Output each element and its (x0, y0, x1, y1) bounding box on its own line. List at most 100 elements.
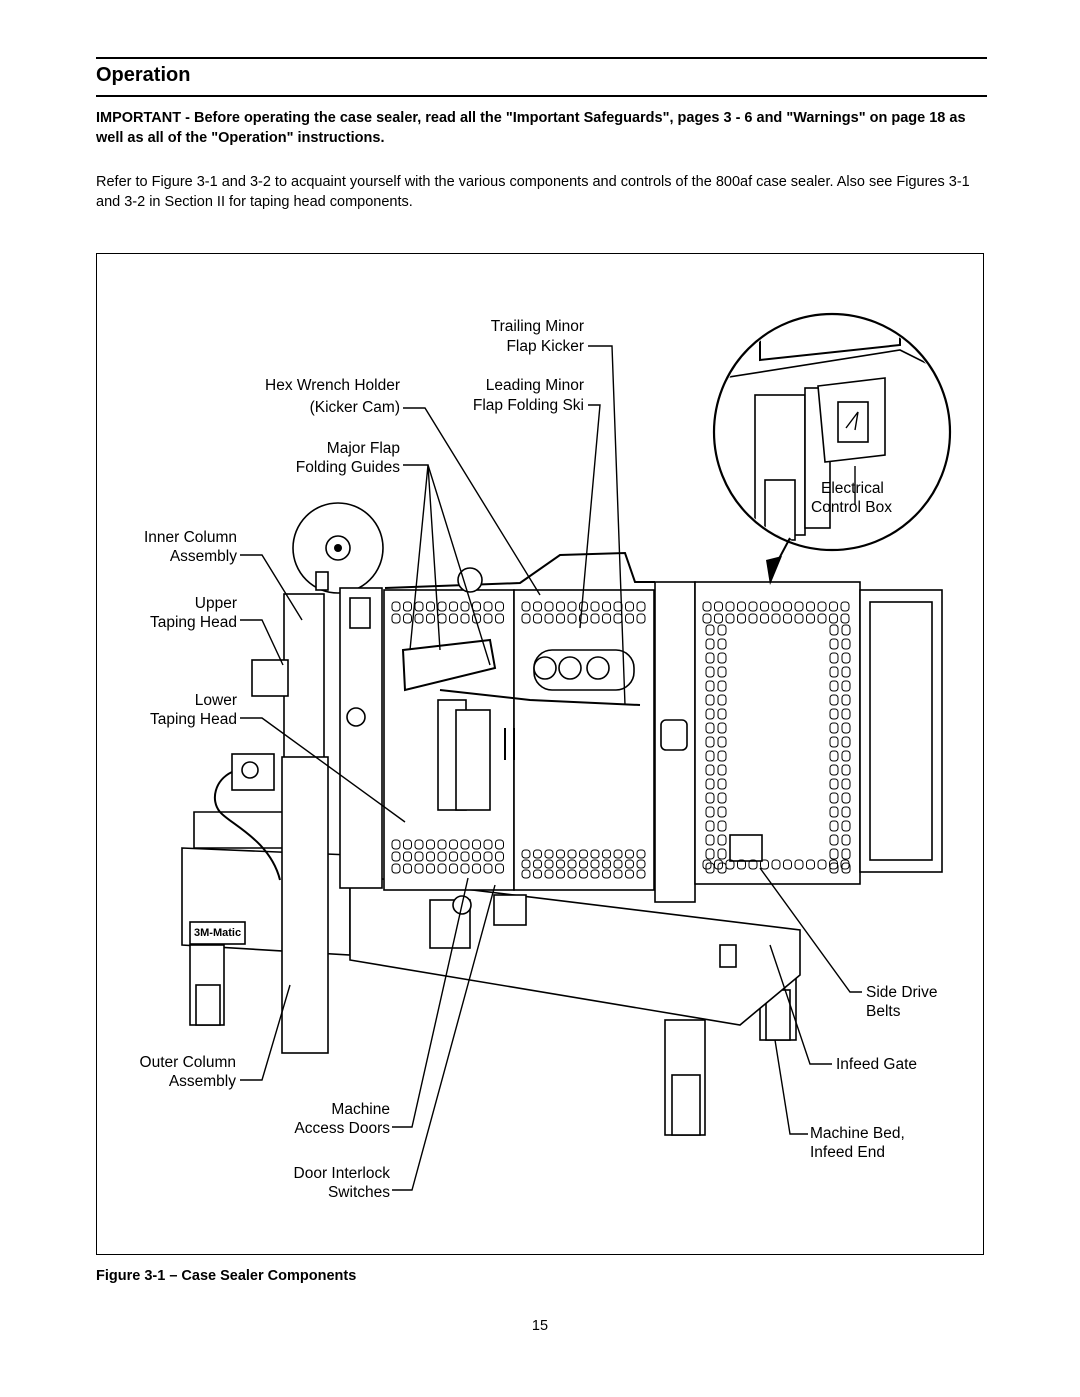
perforation-slot (521, 869, 531, 879)
perforation-slot (625, 849, 634, 859)
perforation-slot (829, 848, 839, 860)
perforation-slot (806, 859, 815, 870)
drive-motor (231, 753, 275, 791)
label-electrical-1: Electrical (821, 480, 884, 497)
perforation-slot (841, 736, 851, 748)
perforation-slot (705, 834, 715, 846)
perforation-slot (717, 806, 727, 818)
perforation-slot (702, 859, 712, 870)
perforation-slot (717, 820, 727, 832)
perforation-slot (829, 778, 839, 790)
perforation-slot (717, 708, 727, 720)
perforation-slot (725, 613, 735, 624)
perforation-slot (717, 722, 727, 734)
label-inner-column-2: Assembly (170, 548, 237, 565)
perforation-slot (414, 863, 424, 874)
perforation-slot (841, 680, 851, 692)
label-machine-bed-1: Machine Bed, (810, 1125, 905, 1142)
inner-column (283, 593, 325, 770)
perforation-slot (403, 863, 412, 874)
perforation-slot (602, 601, 611, 612)
perforation-slot (460, 613, 470, 624)
label-access-doors-1: Machine (331, 1101, 390, 1118)
perforation-slot (717, 848, 727, 860)
label-side-drive-2: Belts (866, 1003, 901, 1020)
perforation-slot (590, 869, 600, 879)
perforation-slot (840, 613, 850, 624)
perforation-slot (717, 666, 727, 678)
perforation-slot (841, 848, 851, 860)
perforation-slot (794, 601, 804, 612)
perforation-slot (783, 601, 792, 612)
perforation-slot (748, 601, 758, 612)
perforation-slot (579, 869, 588, 879)
perforation-slot (567, 613, 577, 624)
perforation-slot (806, 601, 815, 612)
perforation-slot (760, 601, 769, 612)
electrical-control-box-inset (712, 312, 952, 585)
perforation-slot (483, 839, 493, 850)
perforation-slot (613, 859, 623, 869)
label-side-drive-1: Side Drive (866, 984, 938, 1001)
perforation-slot (533, 601, 542, 612)
perforation-slot (567, 859, 577, 869)
perforation-slot (556, 613, 565, 624)
perforation-slot (783, 859, 792, 870)
perforation-slot (426, 863, 435, 874)
perforation-slot (841, 820, 851, 832)
perforation-slot (829, 764, 839, 776)
perforation-slot (829, 638, 839, 650)
perforation-slot (737, 601, 746, 612)
label-access-doors-2: Access Doors (294, 1120, 390, 1137)
perforation-slot (771, 613, 781, 624)
perforation-slot (829, 601, 838, 612)
perforation-slot (495, 601, 504, 612)
perforation-slot (717, 624, 727, 636)
perforation-slot (705, 694, 715, 706)
perforation-slot (702, 613, 712, 624)
perforation-slot (483, 863, 493, 874)
label-major-flap-1: Major Flap (327, 440, 400, 457)
perforation-slot (748, 613, 758, 624)
perforation-slot (841, 652, 851, 664)
perforation-slot (625, 601, 634, 612)
perforation-slot (495, 863, 504, 874)
perforation-slot (717, 680, 727, 692)
perforation-slot (829, 652, 839, 664)
perforation-slot (449, 839, 458, 850)
upper-taping-head-knob (315, 571, 329, 591)
perforation-slot (636, 613, 646, 624)
perforation-slot (544, 601, 554, 612)
perforation-slot (602, 859, 611, 869)
perforation-slot (449, 601, 458, 612)
perforation-slot (521, 613, 531, 624)
perforation-slot (717, 778, 727, 790)
label-lower-taping-1: Lower (195, 692, 237, 709)
perforation-slot (840, 601, 850, 612)
perforation-slot (483, 613, 493, 624)
perforation-slot (391, 613, 401, 624)
perforation-slot (829, 722, 839, 734)
perforation-slot (533, 613, 542, 624)
perforation-slot (705, 666, 715, 678)
perforation-slot (717, 792, 727, 804)
perforation-slot (771, 859, 781, 870)
perforation-slot (717, 764, 727, 776)
perforation-slot (521, 849, 531, 859)
label-upper-taping-1: Upper (195, 595, 237, 612)
label-outer-column-2: Assembly (169, 1073, 236, 1090)
perforation-slot (705, 750, 715, 762)
perforation-slot (705, 736, 715, 748)
perforation-slot (705, 680, 715, 692)
perforation-slot (579, 601, 588, 612)
perforation-slot (636, 859, 646, 869)
perforation-slot (841, 806, 851, 818)
perforation-slot (817, 613, 827, 624)
perforation-slot (794, 613, 804, 624)
perforation-slot (556, 859, 565, 869)
perforation-slot (829, 806, 839, 818)
perforation-slot (702, 601, 712, 612)
access-door-right (513, 589, 655, 891)
perforation-slot (533, 849, 542, 859)
perforation-slot (544, 859, 554, 869)
